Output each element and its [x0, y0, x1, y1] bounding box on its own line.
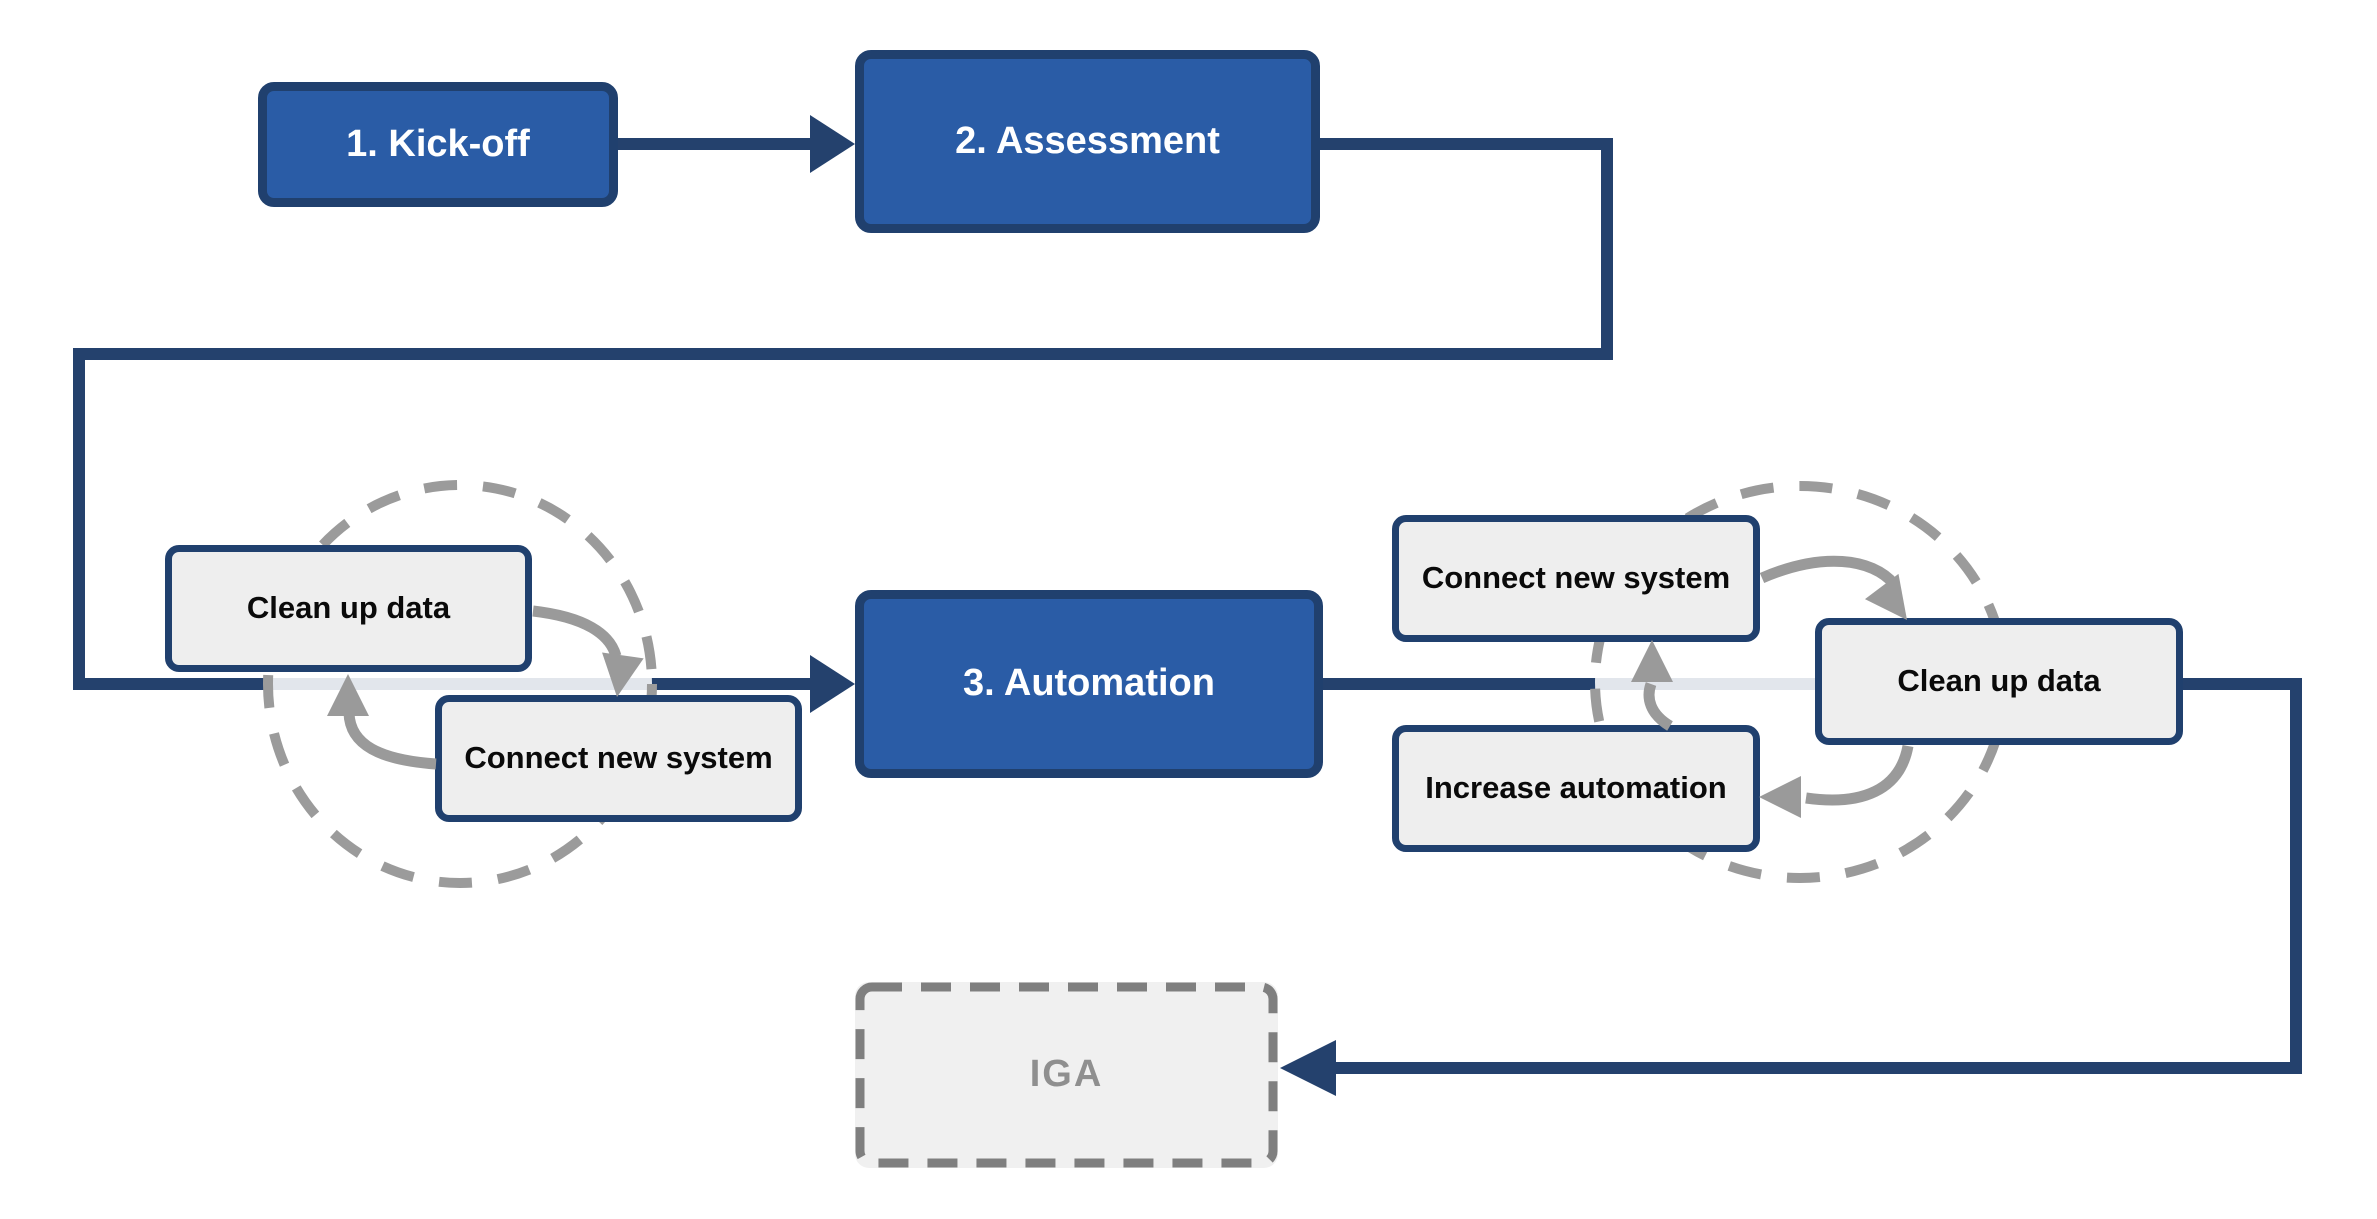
node-iga: IGA: [855, 982, 1278, 1168]
node-assessment: 2. Assessment: [855, 50, 1320, 233]
node-clean-up-data-right: Clean up data: [1815, 618, 2183, 745]
node-iga-label: IGA: [1029, 1053, 1104, 1096]
arrowhead-into-automation-icon: [810, 655, 855, 713]
node-kickoff: 1. Kick-off: [258, 82, 618, 207]
right-loop-arrow-to-cleanup: [1759, 555, 1899, 588]
right-loop-arrow-to-increase: [1805, 744, 1914, 806]
node-increase-automation-label: Increase automation: [1425, 770, 1727, 806]
node-connect-new-system-right-label: Connect new system: [1421, 560, 1731, 596]
left-loop-arrow-up: [343, 712, 437, 770]
left-loop-arrowhead-up-icon: [327, 674, 369, 716]
right-loop-arrowhead-up-icon: [1631, 640, 1673, 682]
left-loop-arrow-down: [532, 605, 622, 658]
right-loop-arrow-up: [1643, 682, 1674, 731]
node-clean-up-data-right-label: Clean up data: [1897, 663, 2101, 699]
node-connect-new-system-left: Connect new system: [435, 695, 802, 822]
node-assessment-label: 2. Assessment: [955, 119, 1220, 162]
left-loop-arrowhead-down-icon: [602, 652, 644, 697]
node-increase-automation: Increase automation: [1392, 725, 1760, 852]
node-kickoff-label: 1. Kick-off: [346, 122, 530, 165]
arrowhead-into-iga-icon: [1280, 1040, 1336, 1096]
node-clean-up-data-left: Clean up data: [165, 545, 532, 672]
right-loop-arrowhead-to-increase-icon: [1759, 776, 1801, 818]
arrowhead-into-assessment-icon: [810, 115, 855, 173]
node-connect-new-system-right: Connect new system: [1392, 515, 1760, 642]
node-automation: 3. Automation: [855, 590, 1323, 778]
node-clean-up-data-left-label: Clean up data: [246, 590, 451, 626]
node-connect-new-system-left-label: Connect new system: [464, 740, 773, 776]
node-automation-label: 3. Automation: [963, 662, 1215, 705]
